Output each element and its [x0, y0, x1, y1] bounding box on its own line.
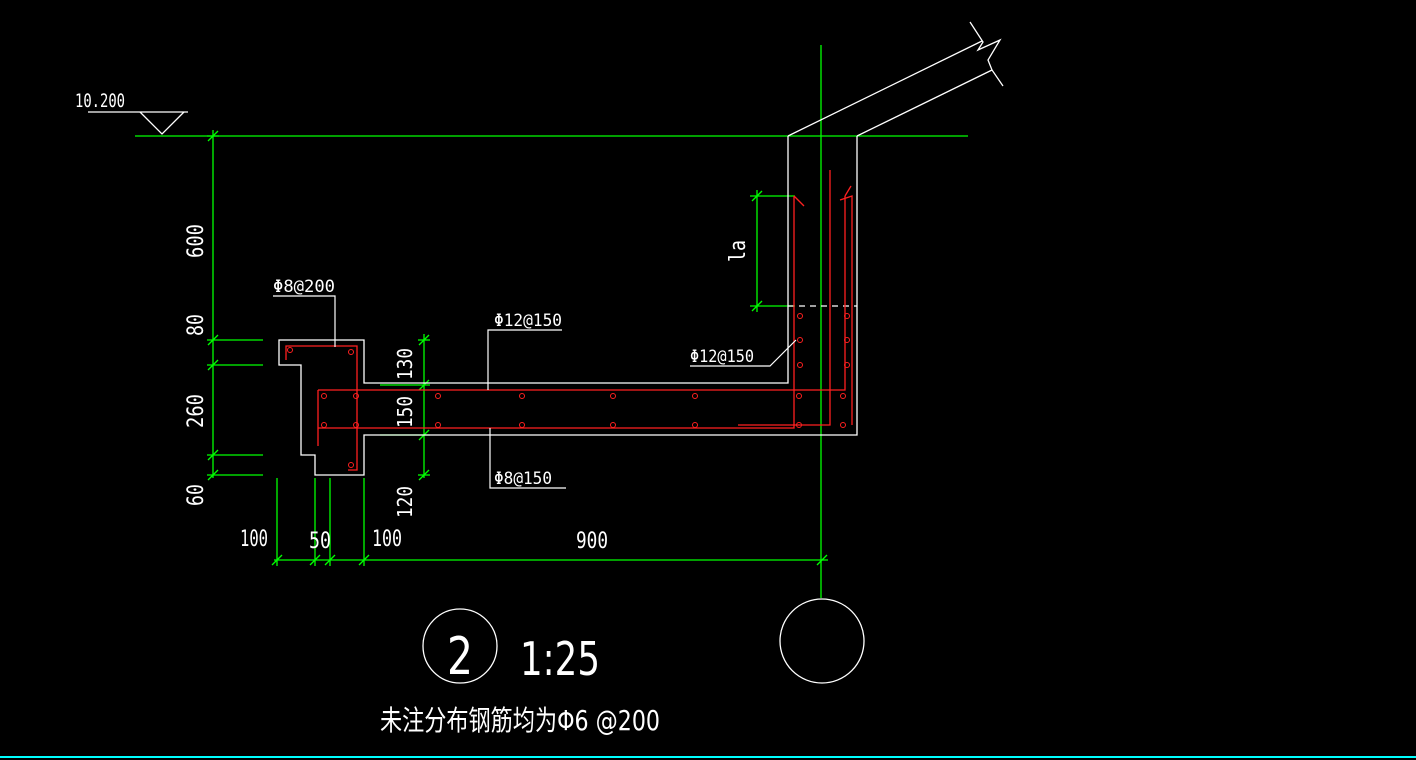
detail-number: 2	[447, 627, 473, 687]
dim-600: 600	[184, 224, 209, 258]
elevation-label: 10.200	[75, 90, 125, 112]
roof-slab	[787, 21, 1004, 137]
dim-900: 900	[576, 529, 608, 554]
detail-number-circle	[422, 608, 498, 684]
dim-100-left: 100	[240, 527, 268, 552]
dim-50: 50	[309, 529, 331, 554]
rebar-dots	[287, 313, 850, 468]
dim-60: 60	[184, 484, 209, 506]
rebar-label-wall: Φ12@150	[690, 347, 754, 367]
dimension-lines	[135, 45, 968, 598]
dim-120: 120	[393, 486, 417, 518]
detail-scale: 1:25	[520, 632, 600, 686]
dim-80: 80	[184, 314, 209, 336]
dim-150: 150	[393, 396, 417, 428]
dim-130: 130	[393, 348, 417, 380]
rebar-label-slab-bottom: Φ8@150	[494, 469, 552, 489]
axis-bubble-icon	[779, 598, 865, 684]
rebar	[285, 170, 853, 471]
anchorage-label: la	[726, 240, 751, 262]
dim-100-right: 100	[372, 527, 402, 552]
dim-260: 260	[184, 394, 209, 428]
rebar-label-top-hook: Φ8@200	[273, 277, 335, 297]
break-line-icon	[969, 21, 1004, 87]
rebar-label-slab-top: Φ12@150	[494, 311, 562, 331]
leader-lines	[273, 295, 797, 489]
distribution-note: 未注分布钢筋均为Φ6 @200	[380, 704, 660, 737]
elevation-triangle-icon	[88, 111, 188, 135]
